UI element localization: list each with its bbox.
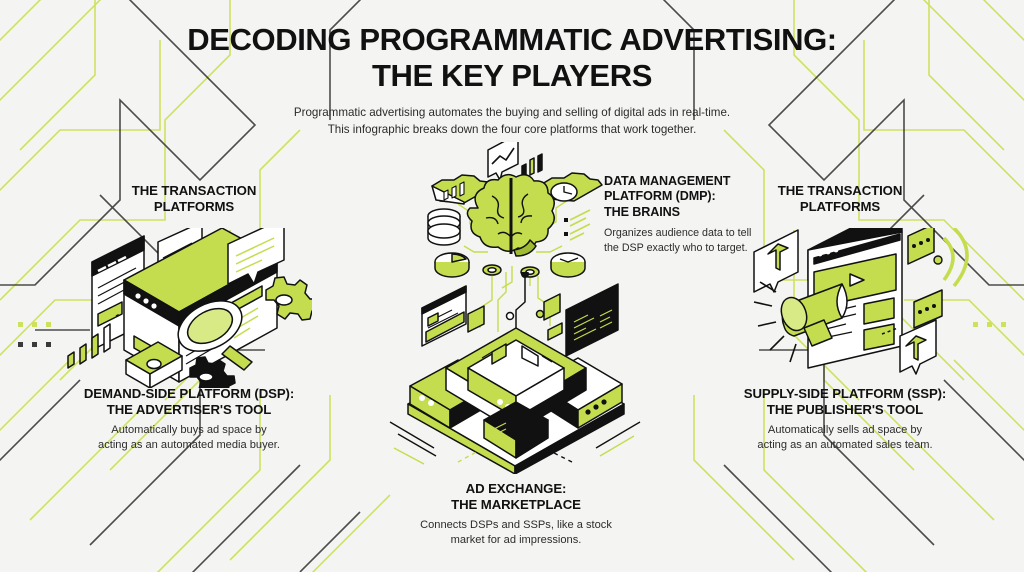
dmp-heading-line-2: PLATFORM (DMP): bbox=[604, 189, 716, 204]
section-header-left: THE TRANSACTION PLATFORMS bbox=[44, 183, 344, 215]
brain-icon bbox=[466, 173, 555, 257]
dsp-text-block: DEMAND-SIDE PLATFORM (DSP): THE ADVERTIS… bbox=[24, 386, 354, 454]
dmp-heading-line-3: THE BRAINS bbox=[604, 204, 680, 219]
dmp-heading-line-1: DATA MANAGEMENT bbox=[604, 174, 731, 188]
wifi-broadcast-icon bbox=[933, 226, 969, 288]
front-riser bbox=[483, 401, 549, 459]
code-window-right bbox=[565, 283, 619, 357]
ad-exchange-body-line-2: market for ad impressions. bbox=[450, 534, 582, 547]
ssp-body-line-1: Automatically sells ad space by bbox=[767, 424, 923, 437]
ssp-body-line-2: acting as an automated sales team. bbox=[757, 439, 933, 452]
dmp-heading: DATA MANAGEMENT PLATFORM (DMP): THE BRAI… bbox=[604, 174, 774, 220]
dsp-heading-line-2: THE ADVERTISER'S TOOL bbox=[106, 402, 272, 418]
floating-window-left bbox=[421, 285, 467, 347]
dmp-text-block: DATA MANAGEMENT PLATFORM (DMP): THE BRAI… bbox=[604, 174, 774, 256]
ad-exchange-body-line-1: Connects DSPs and SSPs, like a stock bbox=[420, 519, 612, 532]
infographic-header: DECODING PROGRAMMATIC ADVERTISING: THE K… bbox=[0, 22, 1024, 139]
title-line-1: DECODING PROGRAMMATIC ADVERTISING: bbox=[187, 22, 837, 57]
dsp-body-line-2: acting as an automated media buyer. bbox=[98, 439, 280, 452]
ad-exchange-body: Connects DSPs and SSPs, like a stock mar… bbox=[380, 518, 652, 549]
ssp-body: Automatically sells ad space by acting a… bbox=[680, 423, 1010, 454]
ad-exchange-heading-line-1: AD EXCHANGE: bbox=[465, 481, 567, 496]
ssp-heading-line-1: SUPPLY-SIDE PLATFORM (SSP): bbox=[743, 386, 947, 401]
ssp-illustration bbox=[752, 201, 974, 388]
ssp-heading: SUPPLY-SIDE PLATFORM (SSP): THE PUBLISHE… bbox=[680, 386, 1010, 418]
ad-exchange-illustration bbox=[388, 270, 642, 475]
ssp-text-block: SUPPLY-SIDE PLATFORM (SSP): THE PUBLISHE… bbox=[680, 386, 1010, 454]
data-list-icon bbox=[564, 209, 591, 241]
dsp-heading-line-1: DEMAND-SIDE PLATFORM (DSP): bbox=[83, 386, 295, 401]
dsp-body-line-1: Automatically buys ad space by bbox=[111, 424, 267, 437]
ssp-heading-line-2: THE PUBLISHER'S TOOL bbox=[766, 402, 924, 418]
cloud-icon-left bbox=[431, 174, 493, 205]
ad-exchange-heading-line-2: THE MARKETPLACE bbox=[451, 497, 581, 513]
dmp-illustration bbox=[418, 133, 604, 292]
page-subtitle: Programmatic advertising automates the b… bbox=[0, 105, 1024, 139]
pie-chart-icon-left bbox=[434, 252, 470, 278]
section-header-left-line-1: THE TRANSACTION bbox=[131, 183, 257, 198]
dsp-illustration bbox=[62, 217, 320, 395]
section-header-left-line-2: PLATFORMS bbox=[153, 199, 235, 215]
subtitle-line-1: Programmatic advertising automates the b… bbox=[293, 105, 731, 119]
message-tile-bottom bbox=[913, 289, 943, 329]
dsp-body: Automatically buys ad space by acting as… bbox=[24, 423, 354, 454]
cloud-clock-icon bbox=[541, 172, 603, 202]
section-header-left-text: THE TRANSACTION PLATFORMS bbox=[44, 183, 344, 215]
green-tiles bbox=[467, 293, 563, 341]
dmp-body-line-2: the DSP exactly who to target. bbox=[604, 241, 748, 254]
dmp-body-line-1: Organizes audience data to tell bbox=[604, 227, 752, 240]
ad-exchange-text-block: AD EXCHANGE: THE MARKETPLACE Connects DS… bbox=[380, 481, 652, 549]
subtitle-line-2: This infographic breaks down the four co… bbox=[327, 122, 697, 136]
page-title: DECODING PROGRAMMATIC ADVERTISING: THE K… bbox=[0, 22, 1024, 94]
dsp-heading: DEMAND-SIDE PLATFORM (DSP): THE ADVERTIS… bbox=[24, 386, 354, 418]
title-line-2: THE KEY PLAYERS bbox=[372, 57, 652, 93]
trend-bubble-icon bbox=[487, 133, 519, 181]
database-icon bbox=[427, 208, 461, 246]
message-tile-top bbox=[907, 223, 935, 265]
dmp-body: Organizes audience data to tell the DSP … bbox=[604, 226, 774, 256]
pie-chart-icon-right bbox=[550, 252, 586, 278]
ad-exchange-heading: AD EXCHANGE: THE MARKETPLACE bbox=[380, 481, 652, 513]
